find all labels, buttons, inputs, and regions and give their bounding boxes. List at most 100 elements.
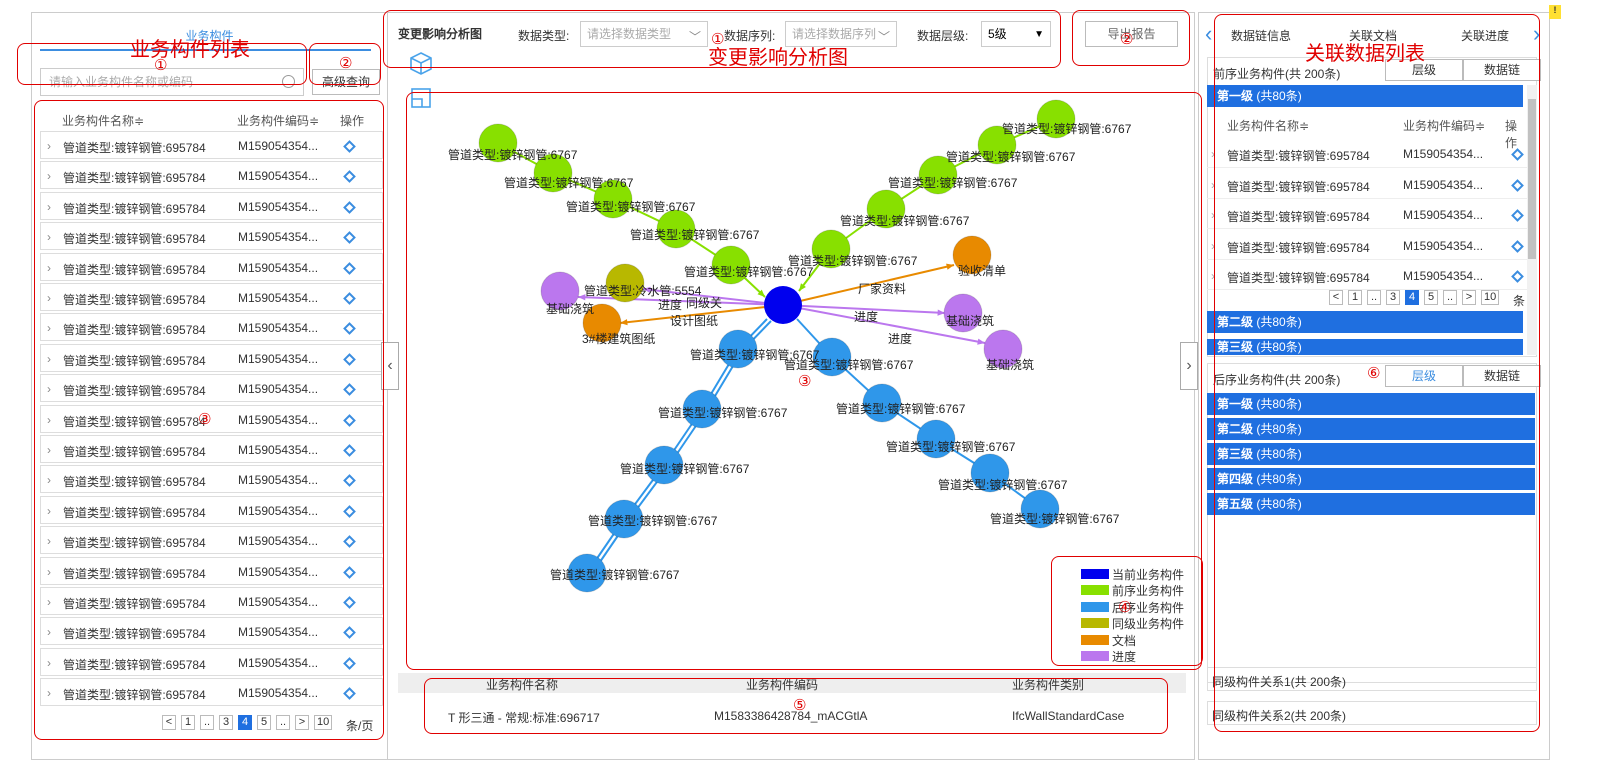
expand-chevron-icon[interactable]: › <box>47 321 51 336</box>
page-button[interactable]: 5 <box>257 715 271 730</box>
right-page-button[interactable]: 10 <box>1481 290 1500 305</box>
right-page-button[interactable]: .. <box>1367 290 1381 305</box>
expand-chevron-icon[interactable]: › <box>1211 147 1215 161</box>
expand-chevron-icon[interactable]: › <box>47 382 51 397</box>
expand-chevron-icon[interactable]: › <box>47 595 51 609</box>
expand-chevron-icon[interactable]: › <box>47 291 51 305</box>
export-report-button[interactable]: 导出报告 <box>1085 21 1178 47</box>
expand-chevron-icon[interactable]: › <box>47 230 51 245</box>
expand-chevron-icon[interactable]: › <box>47 199 51 214</box>
data-seq-select[interactable]: 请选择数据序列 ﹀ <box>785 21 897 47</box>
successor-node[interactable] <box>970 453 1010 493</box>
expand-chevron-icon[interactable]: › <box>47 473 51 488</box>
predecessor-node[interactable] <box>811 229 851 269</box>
pre-seg-level[interactable]: 层级 <box>1385 59 1463 81</box>
expand-chevron-icon[interactable]: › <box>47 655 51 670</box>
page-button[interactable]: < <box>162 715 176 730</box>
expand-chevron-icon[interactable]: › <box>47 351 51 366</box>
expand-chevron-icon[interactable]: › <box>47 534 51 549</box>
successor-node[interactable] <box>916 419 956 459</box>
document-node[interactable] <box>582 303 622 343</box>
expand-chevron-icon[interactable]: › <box>47 412 51 427</box>
right-page-button[interactable]: 5 <box>1424 290 1438 305</box>
search-icon[interactable] <box>282 75 295 88</box>
advanced-query-button[interactable]: 高级查询 <box>312 69 380 95</box>
predecessor-node[interactable] <box>866 189 906 229</box>
right-page-button[interactable]: .. <box>1443 290 1457 305</box>
predecessor-node[interactable] <box>656 209 696 249</box>
successor-node[interactable] <box>567 553 607 593</box>
tab-business-components[interactable]: 业务构件 <box>185 29 234 43</box>
level-2-bar[interactable]: 第二级 (共80条) <box>1207 311 1523 333</box>
data-type-select[interactable]: 请选择数据类型 ﹀ <box>580 21 708 47</box>
expand-chevron-icon[interactable]: › <box>47 686 51 701</box>
peer-node[interactable] <box>605 263 645 303</box>
progress-node[interactable] <box>943 293 983 333</box>
right-col-code[interactable]: 业务构件编码≑ <box>1403 119 1486 133</box>
page-button[interactable]: 10 <box>314 715 333 730</box>
col-name-header[interactable]: 业务构件名称≑ <box>62 114 145 128</box>
tabs-prev-icon[interactable]: ‹ <box>1205 21 1213 46</box>
page-button[interactable]: 1 <box>181 715 195 730</box>
predecessor-node[interactable] <box>711 245 751 285</box>
progress-node[interactable] <box>983 329 1023 369</box>
tab-data-chain[interactable]: 数据链信息 <box>1231 29 1292 43</box>
tab-related-progress[interactable]: 关联进度 <box>1461 29 1510 43</box>
post-level-4-bar[interactable]: 第四级 (共80条) <box>1207 468 1535 490</box>
peer-relation-2[interactable]: 同级构件关系2(共 200条) <box>1207 701 1537 725</box>
page-button[interactable]: 3 <box>219 715 233 730</box>
expand-chevron-icon[interactable]: › <box>47 564 51 579</box>
peer-relation-1[interactable]: 同级构件关系1(共 200条) <box>1207 667 1537 691</box>
progress-node[interactable] <box>540 271 580 311</box>
expand-chevron-icon[interactable]: › <box>47 503 51 518</box>
post-level-2-bar[interactable]: 第二级 (共80条) <box>1207 418 1535 440</box>
post-seg-level[interactable]: 层级 <box>1385 365 1463 387</box>
right-page-button[interactable]: > <box>1462 290 1476 305</box>
successor-node[interactable] <box>604 499 644 539</box>
post-level-5-bar[interactable]: 第五级 (共80条) <box>1207 493 1535 515</box>
predecessor-node[interactable] <box>977 125 1017 165</box>
predecessor-node[interactable] <box>533 153 573 193</box>
document-node[interactable] <box>952 235 992 275</box>
right-page-button[interactable]: 4 <box>1405 290 1419 305</box>
predecessor-node[interactable] <box>1036 99 1076 139</box>
expand-chevron-icon[interactable]: › <box>47 260 51 275</box>
expand-chevron-icon[interactable]: › <box>47 443 51 457</box>
post-level-1-bar[interactable]: 第一级 (共80条) <box>1207 393 1535 415</box>
successor-node[interactable] <box>718 329 758 369</box>
post-seg-chain[interactable]: 数据链 <box>1463 365 1541 387</box>
successor-node[interactable] <box>644 445 684 485</box>
collapse-left-button[interactable]: ‹ <box>381 342 399 390</box>
page-button[interactable]: > <box>295 715 309 730</box>
page-button[interactable]: .. <box>276 715 290 730</box>
col-code-header[interactable]: 业务构件编码≑ <box>237 114 320 128</box>
successor-node[interactable] <box>812 337 852 377</box>
page-button[interactable]: .. <box>200 715 214 730</box>
predecessor-node[interactable] <box>478 123 518 163</box>
page-button[interactable]: 4 <box>238 715 252 730</box>
expand-chevron-icon[interactable]: › <box>47 139 51 153</box>
expand-chevron-icon[interactable]: › <box>47 169 51 184</box>
level-1-bar[interactable]: 第一级 (共80条) <box>1207 85 1523 107</box>
successor-node[interactable] <box>682 389 722 429</box>
cube-3d-icon[interactable] <box>408 51 434 77</box>
tabs-next-icon[interactable]: › <box>1533 21 1541 46</box>
